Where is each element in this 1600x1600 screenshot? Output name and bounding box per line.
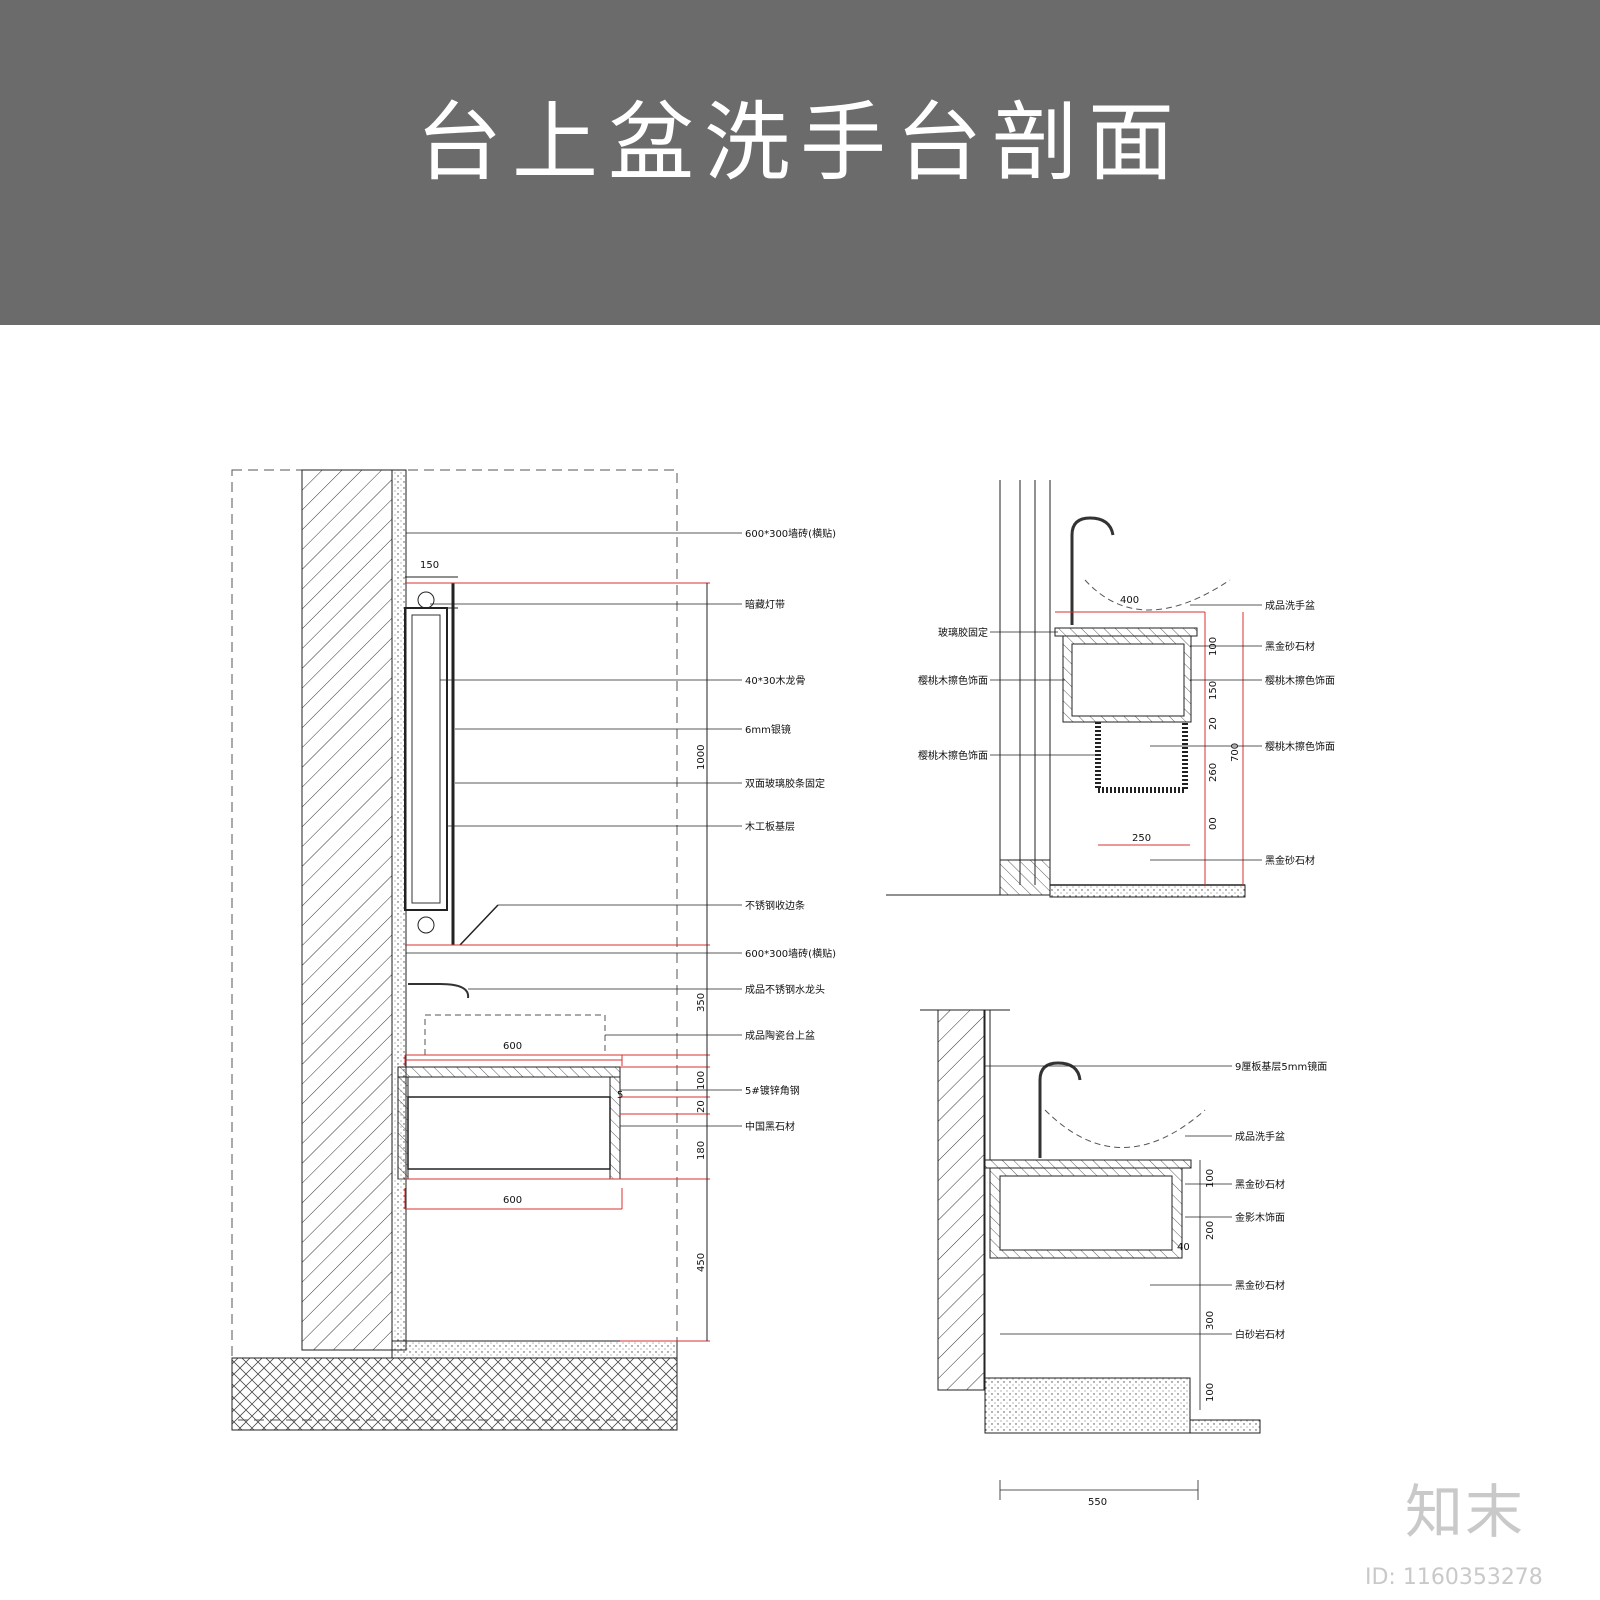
label-steel-trim: 不锈钢收边条 (745, 899, 805, 912)
label-b-cherry-left-1: 樱桃木擦色饰面 (918, 674, 988, 687)
section-b (886, 480, 1262, 898)
label-b-cherry-right-2: 樱桃木擦色饰面 (1265, 740, 1335, 753)
label-c-mirror-base: 9厘板基层5mm镜面 (1235, 1060, 1327, 1073)
label-angle-steel: 5#镀锌角钢 (745, 1084, 800, 1097)
label-c-wood-veneer: 金影木饰面 (1235, 1211, 1285, 1224)
dim-20: 20 (696, 1100, 707, 1113)
label-silver-mirror: 6mm银镜 (745, 723, 791, 736)
dim-b-20: 20 (1208, 717, 1219, 730)
image-id-text: ID: 1160353278 (1365, 1565, 1543, 1590)
dim-b-250: 250 (1132, 833, 1151, 844)
section-a-dimensions: 150 1000 350 600 100 20 5 180 600 450 (420, 560, 707, 1272)
section-c-labels: 9厘板基层5mm镜面 成品洗手盆 黑金砂石材 金影木饰面 黑金砂石材 白砂岩石材 (1235, 1060, 1327, 1341)
label-hidden-light: 暗藏灯带 (745, 598, 785, 611)
section-a-labels: 600*300墙砖(横贴) 暗藏灯带 40*30木龙骨 6mm银镜 双面玻璃胶条… (745, 527, 836, 1133)
label-b-cherry-right-1: 樱桃木擦色饰面 (1265, 674, 1335, 687)
label-ceramic-basin: 成品陶瓷台上盆 (745, 1029, 815, 1042)
dim-b-00: 00 (1208, 817, 1219, 830)
dim-c-100-bottom: 100 (1205, 1383, 1216, 1402)
dim-c-40: 40 (1177, 1242, 1190, 1253)
dim-b-100: 100 (1208, 637, 1219, 656)
dim-100: 100 (696, 1071, 707, 1090)
label-c-stone-mid: 黑金砂石材 (1235, 1279, 1285, 1292)
label-black-stone: 中国黑石材 (745, 1120, 795, 1133)
label-faucet: 成品不锈钢水龙头 (745, 983, 825, 996)
brand-logo: 知末 (1405, 1478, 1526, 1546)
dim-600-bottom: 600 (503, 1195, 522, 1206)
dim-600-top: 600 (503, 1041, 522, 1052)
label-plywood-base: 木工板基层 (745, 820, 795, 833)
label-c-sandstone: 白砂岩石材 (1235, 1328, 1285, 1341)
dim-c-200: 200 (1205, 1221, 1216, 1240)
label-b-basin: 成品洗手盆 (1265, 599, 1315, 612)
dim-180: 180 (696, 1141, 707, 1160)
section-a (231, 469, 742, 1431)
section-c (920, 1009, 1261, 1500)
label-wall-tile-top: 600*300墙砖(横贴) (745, 527, 836, 540)
label-b-cherry-left-2: 樱桃木擦色饰面 (918, 749, 988, 762)
label-glass-glue: 双面玻璃胶条固定 (745, 777, 825, 790)
label-b-stone-bottom: 黑金砂石材 (1265, 854, 1315, 867)
section-b-labels: 成品洗手盆 黑金砂石材 樱桃木擦色饰面 樱桃木擦色饰面 黑金砂石材 玻璃胶固定 … (918, 599, 1335, 867)
dim-b-260: 260 (1208, 763, 1219, 782)
page-title: 台上盆洗手台剖面 (416, 93, 1184, 193)
dim-150: 150 (420, 560, 439, 571)
label-wall-tile-bottom: 600*300墙砖(横贴) (745, 947, 836, 960)
section-b-dimensions: 400 100 150 20 260 00 700 250 (1120, 595, 1241, 844)
label-wood-keel: 40*30木龙骨 (745, 674, 805, 687)
dim-c-100-top: 100 (1205, 1169, 1216, 1188)
title-banner: 台上盆洗手台剖面 (0, 0, 1600, 325)
dim-450: 450 (696, 1253, 707, 1272)
dim-350: 350 (696, 993, 707, 1012)
dim-b-700: 700 (1230, 743, 1241, 762)
label-b-glue: 玻璃胶固定 (938, 626, 988, 639)
dim-1000: 1000 (696, 745, 707, 770)
dim-b-150: 150 (1208, 681, 1219, 700)
section-c-dimensions: 100 200 40 300 100 550 (1088, 1169, 1216, 1508)
dim-c-550: 550 (1088, 1497, 1107, 1508)
dim-c-300: 300 (1205, 1311, 1216, 1330)
label-c-stone-top: 黑金砂石材 (1235, 1178, 1285, 1191)
label-b-stone-top: 黑金砂石材 (1265, 640, 1315, 653)
dim-5: 5 (617, 1090, 623, 1101)
label-c-basin: 成品洗手盆 (1235, 1130, 1285, 1143)
dim-b-400: 400 (1120, 595, 1139, 606)
